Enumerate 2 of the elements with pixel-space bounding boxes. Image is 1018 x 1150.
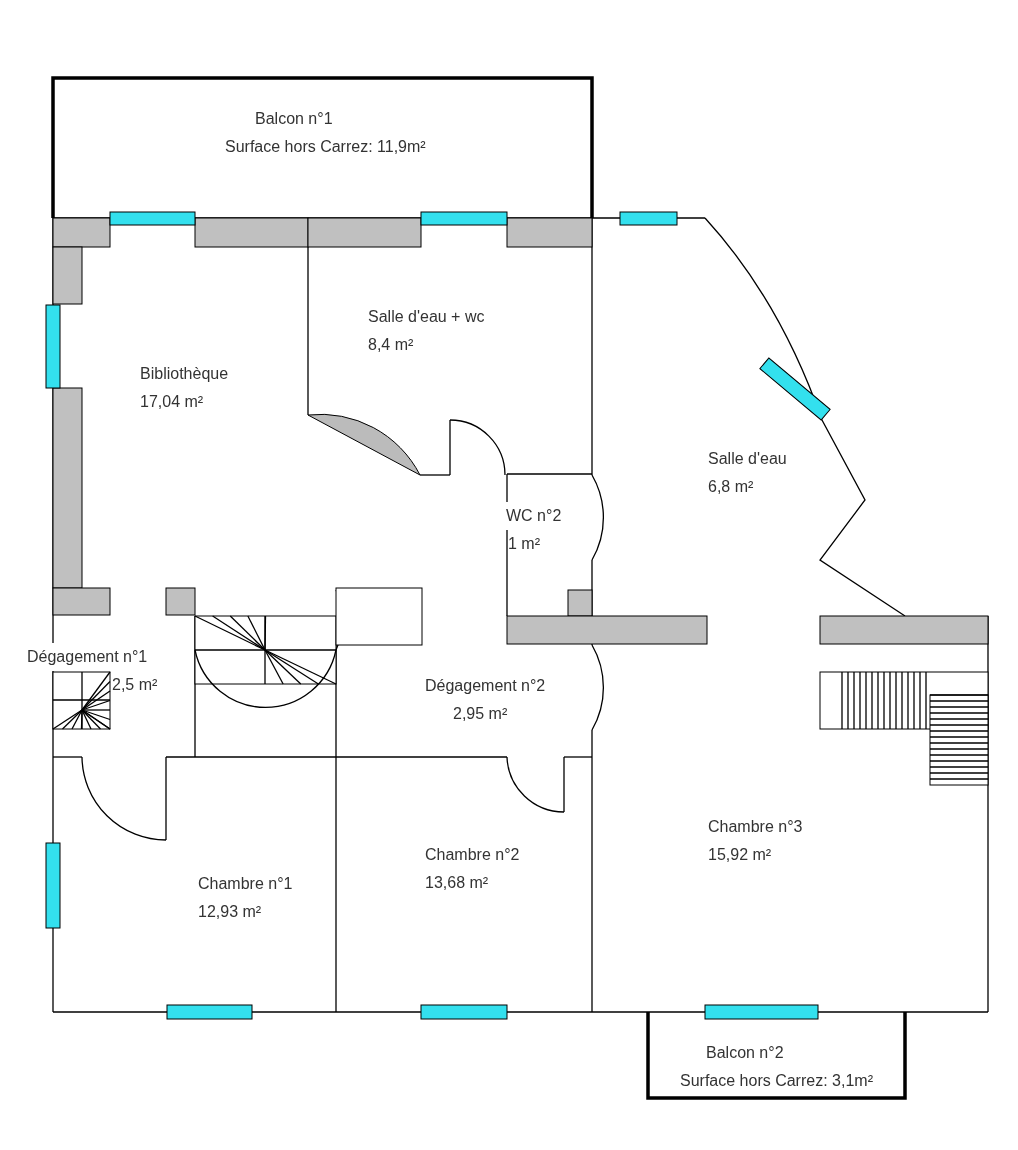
room-name: WC n°2: [506, 502, 562, 530]
room-name: Dégagement n°1: [27, 643, 148, 671]
